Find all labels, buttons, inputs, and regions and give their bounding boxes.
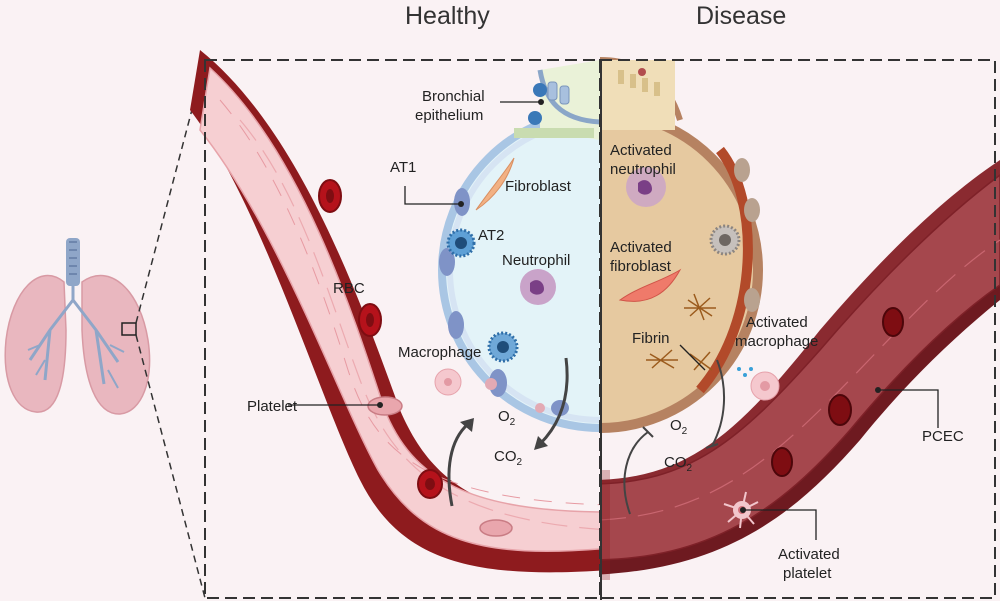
co2-blocked-line	[711, 359, 726, 447]
zoom-line-top	[135, 59, 206, 324]
label-rbc: RBC	[333, 280, 365, 297]
label-co2-disease: CO2	[664, 454, 693, 474]
platelet-icon	[479, 519, 513, 537]
vessel-disease	[600, 160, 1000, 575]
header-disease: Disease	[696, 2, 786, 30]
label-activated-platelet-1: Activated	[778, 546, 840, 563]
leader-lines	[288, 101, 939, 540]
label-at1: AT1	[390, 159, 416, 176]
label-pcec: PCEC	[922, 428, 964, 445]
lung-icon	[4, 238, 151, 415]
o2-arrow	[447, 422, 470, 507]
vessel-healthy	[190, 50, 600, 573]
label-co2-healthy: CO2	[494, 448, 523, 468]
platelet-icon	[367, 396, 403, 416]
macrophage-icon	[709, 224, 741, 256]
fibroblast-icon	[475, 157, 515, 211]
fibrin-icon	[646, 293, 716, 371]
label-bronchial: Bronchial	[422, 88, 485, 105]
label-activated-macrophage-1: Activated	[746, 314, 808, 331]
header-healthy: Healthy	[405, 2, 490, 30]
label-activated-fibroblast-2: fibroblast	[610, 258, 672, 275]
label-platelet: Platelet	[247, 398, 298, 415]
macrophage-icon	[434, 368, 462, 396]
label-activated-macrophage-2: macrophage	[735, 333, 818, 350]
at2-icon	[446, 228, 476, 258]
label-activated-platelet-2: platelet	[783, 565, 832, 582]
label-fibrin: Fibrin	[632, 330, 670, 347]
co2-arrow	[538, 357, 569, 446]
neutrophil-icon	[520, 269, 556, 305]
neutrophil-icon	[626, 167, 666, 207]
label-epithelium: epithelium	[415, 107, 483, 124]
label-activated-fibroblast-1: Activated	[610, 239, 672, 256]
label-activated-neutrophil-1: Activated	[610, 142, 672, 159]
label-macrophage: Macrophage	[398, 344, 481, 361]
zoom-line-bottom	[135, 334, 206, 599]
label-activated-neutrophil-2: neutrophil	[610, 161, 676, 178]
fibroblast-icon	[618, 268, 682, 302]
label-fibroblast: Fibroblast	[505, 178, 572, 195]
label-o2-disease: O2	[670, 417, 688, 437]
label-neutrophil: Neutrophil	[502, 252, 570, 269]
rbc-icon	[771, 447, 793, 477]
label-o2-healthy: O2	[498, 408, 516, 428]
rbc-icon	[828, 394, 852, 426]
macrophage-icon	[750, 371, 780, 401]
label-at2: AT2	[478, 227, 504, 244]
macrophage-icon	[487, 331, 519, 363]
alveolus	[438, 57, 763, 433]
o2-blocked-line	[623, 431, 649, 515]
rbc-icon	[882, 307, 904, 337]
